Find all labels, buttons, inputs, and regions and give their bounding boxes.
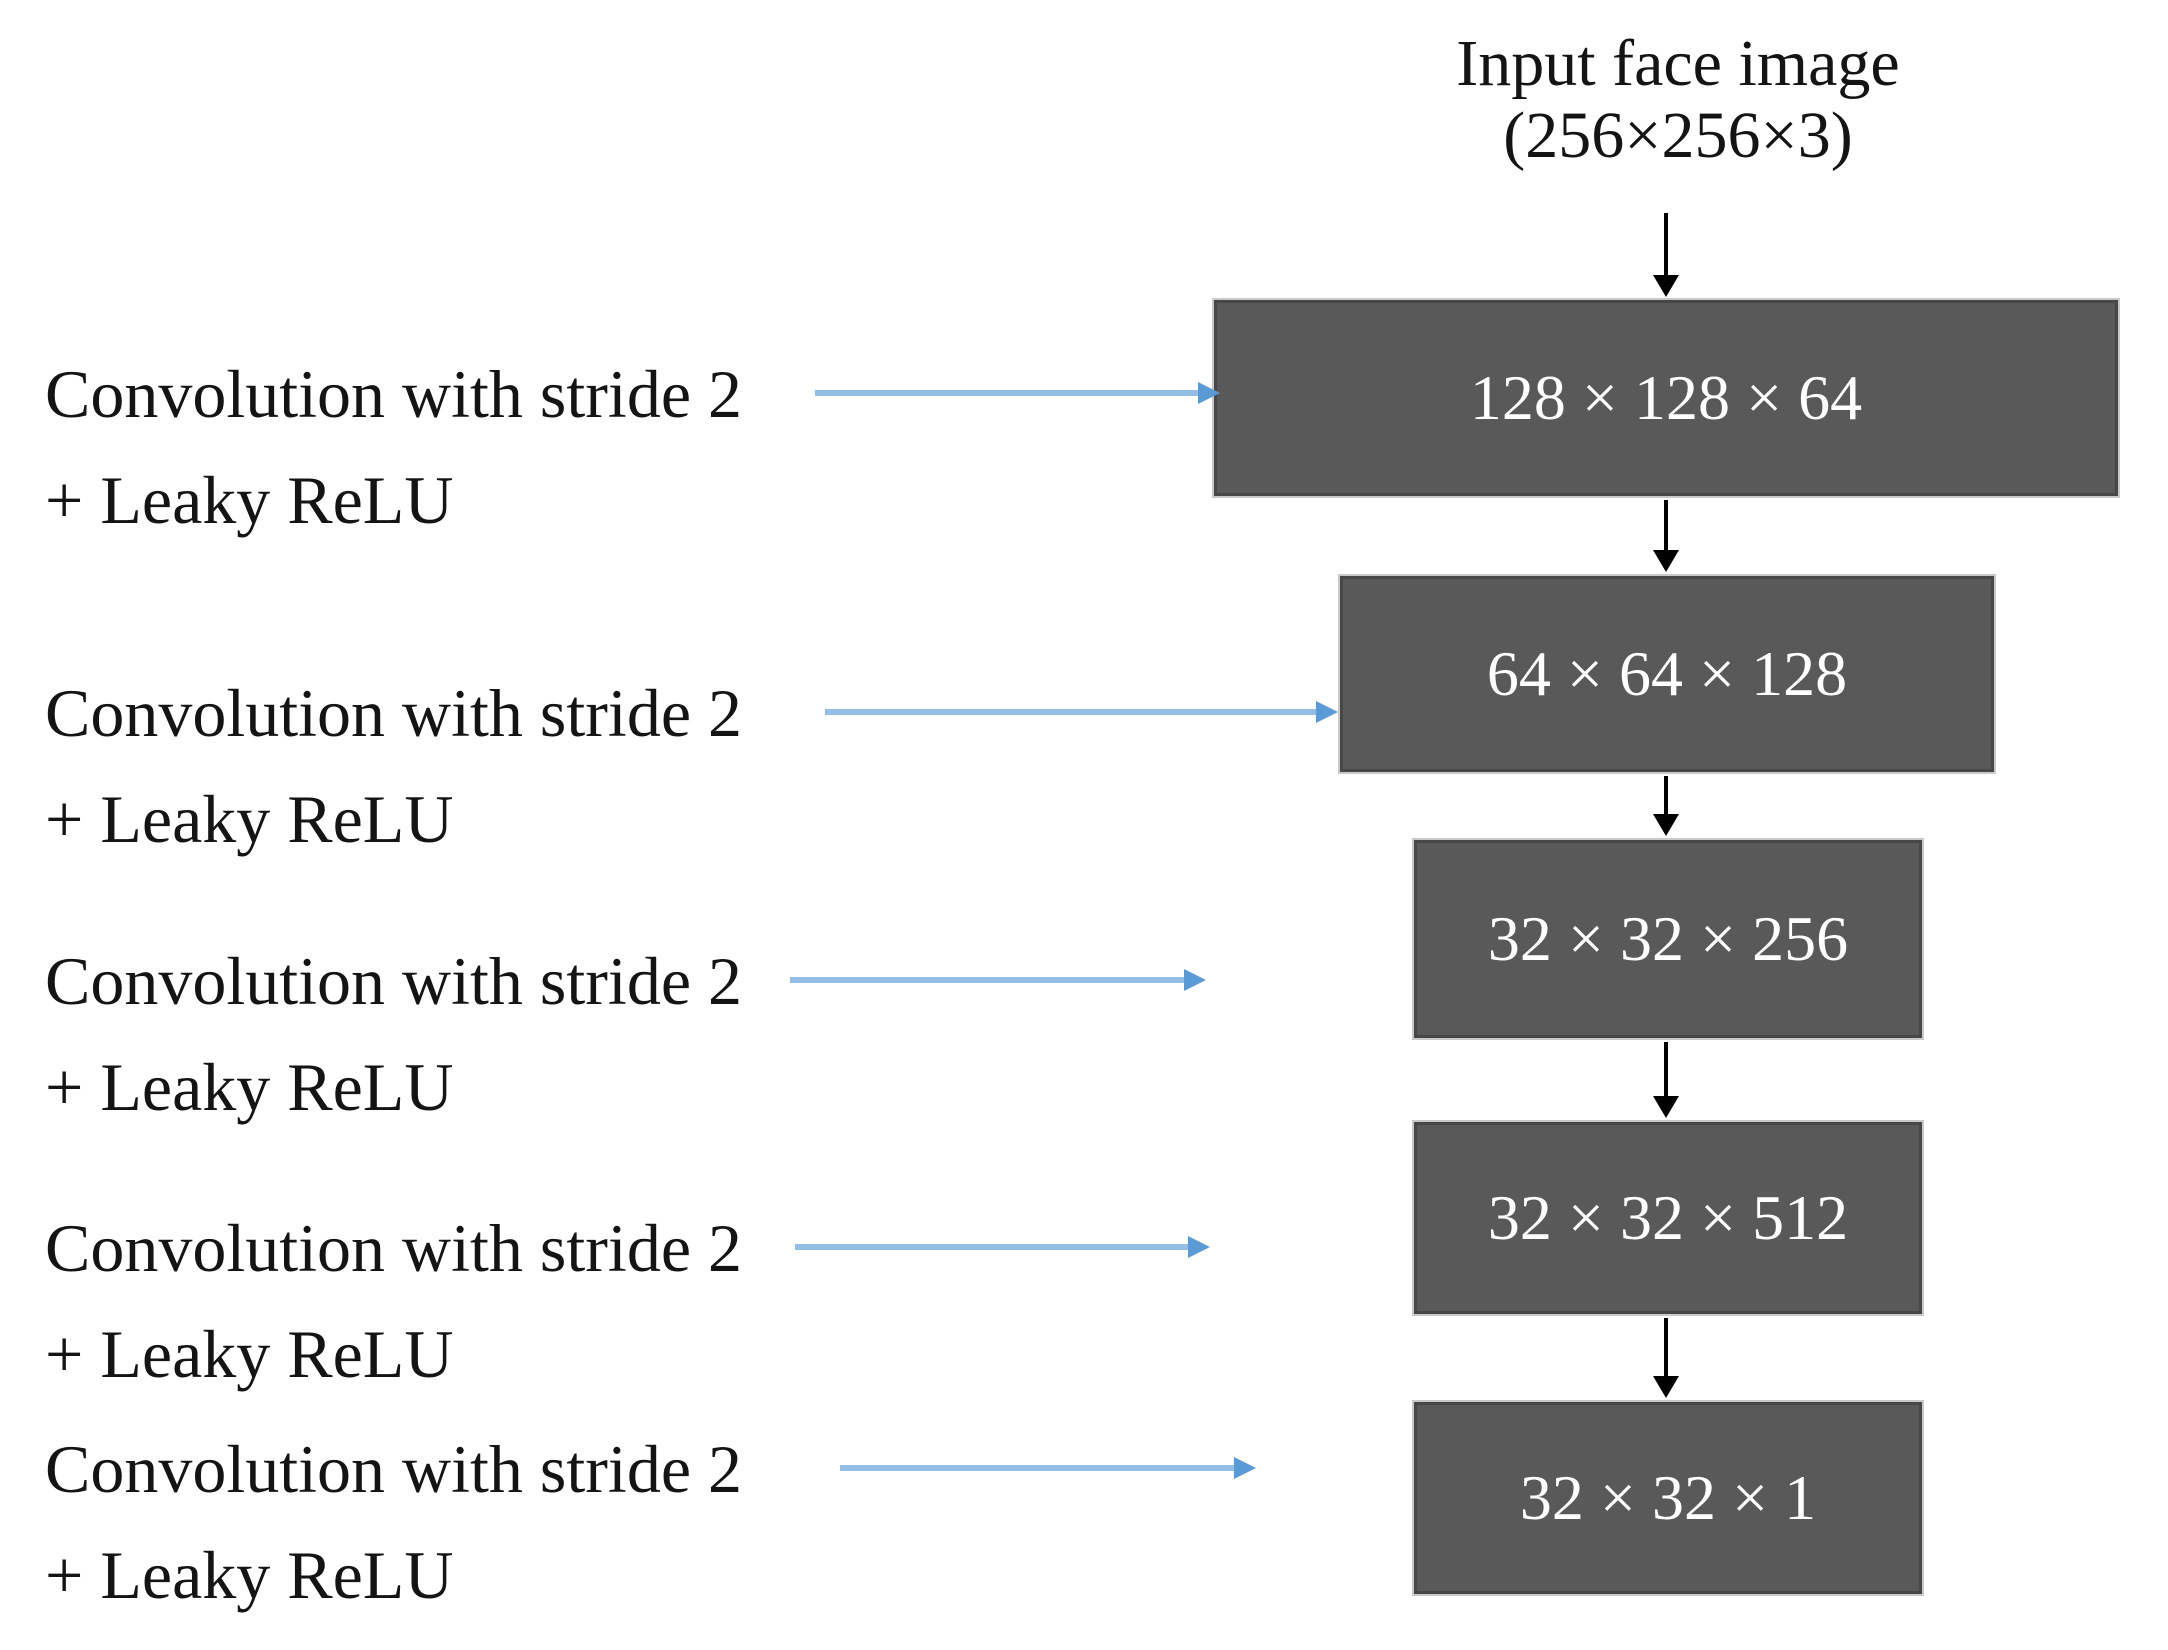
conv-label-5-line2: + Leaky ReLU	[45, 1537, 454, 1613]
blue-right-arrow-1	[815, 390, 1198, 396]
conv-label-5-line1: Convolution with stride 2	[45, 1431, 742, 1507]
input-title-line2: (256×256×3)	[1503, 99, 1853, 172]
down-arrow-2	[1664, 776, 1668, 814]
conv-label-2: Convolution with stride 2 + Leaky ReLU	[45, 660, 845, 872]
conv-label-2-line1: Convolution with stride 2	[45, 675, 742, 751]
conv-label-5: Convolution with stride 2 + Leaky ReLU	[45, 1416, 845, 1628]
blue-right-arrow-4	[795, 1244, 1188, 1250]
layer-dims-1: 128 × 128 × 64	[1469, 362, 1863, 433]
layer-dims-4: 32 × 32 × 512	[1487, 1182, 1849, 1253]
conv-label-1: Convolution with stride 2 + Leaky ReLU	[45, 341, 845, 553]
layer-box-4: 32 × 32 × 512	[1414, 1122, 1922, 1314]
layer-dims-3: 32 × 32 × 256	[1487, 903, 1849, 974]
blue-arrow-shaft	[795, 1244, 1188, 1250]
layer-box-3: 32 × 32 × 256	[1414, 840, 1922, 1038]
down-arrow-3	[1664, 1042, 1668, 1096]
down-arrow-input	[1664, 213, 1668, 275]
blue-right-arrow-2	[825, 709, 1316, 715]
conv-label-4-line1: Convolution with stride 2	[45, 1210, 742, 1286]
conv-label-1-line2: + Leaky ReLU	[45, 462, 454, 538]
layer-box-1: 128 × 128 × 64	[1214, 300, 2118, 496]
input-title: Input face image (256×256×3)	[1456, 28, 1899, 172]
layer-dims-2: 64 × 64 × 128	[1486, 638, 1848, 709]
conv-label-3-line2: + Leaky ReLU	[45, 1049, 454, 1125]
conv-label-4: Convolution with stride 2 + Leaky ReLU	[45, 1195, 845, 1407]
down-arrow-1	[1664, 500, 1668, 550]
layer-dims-5: 32 × 32 × 1	[1519, 1462, 1817, 1533]
conv-label-3: Convolution with stride 2 + Leaky ReLU	[45, 928, 845, 1140]
conv-label-2-line2: + Leaky ReLU	[45, 781, 454, 857]
input-title-line1: Input face image	[1456, 27, 1900, 100]
blue-arrow-shaft	[815, 390, 1198, 396]
blue-right-arrow-5	[840, 1465, 1234, 1471]
layer-box-5: 32 × 32 × 1	[1414, 1402, 1922, 1594]
layer-box-2: 64 × 64 × 128	[1340, 576, 1994, 772]
blue-arrow-shaft	[790, 977, 1184, 983]
conv-label-3-line1: Convolution with stride 2	[45, 943, 742, 1019]
down-arrow-4	[1664, 1318, 1668, 1376]
blue-right-arrow-3	[790, 977, 1184, 983]
blue-arrow-shaft	[840, 1465, 1234, 1471]
blue-arrow-shaft	[825, 709, 1316, 715]
conv-label-1-line1: Convolution with stride 2	[45, 356, 742, 432]
conv-label-4-line2: + Leaky ReLU	[45, 1316, 454, 1392]
